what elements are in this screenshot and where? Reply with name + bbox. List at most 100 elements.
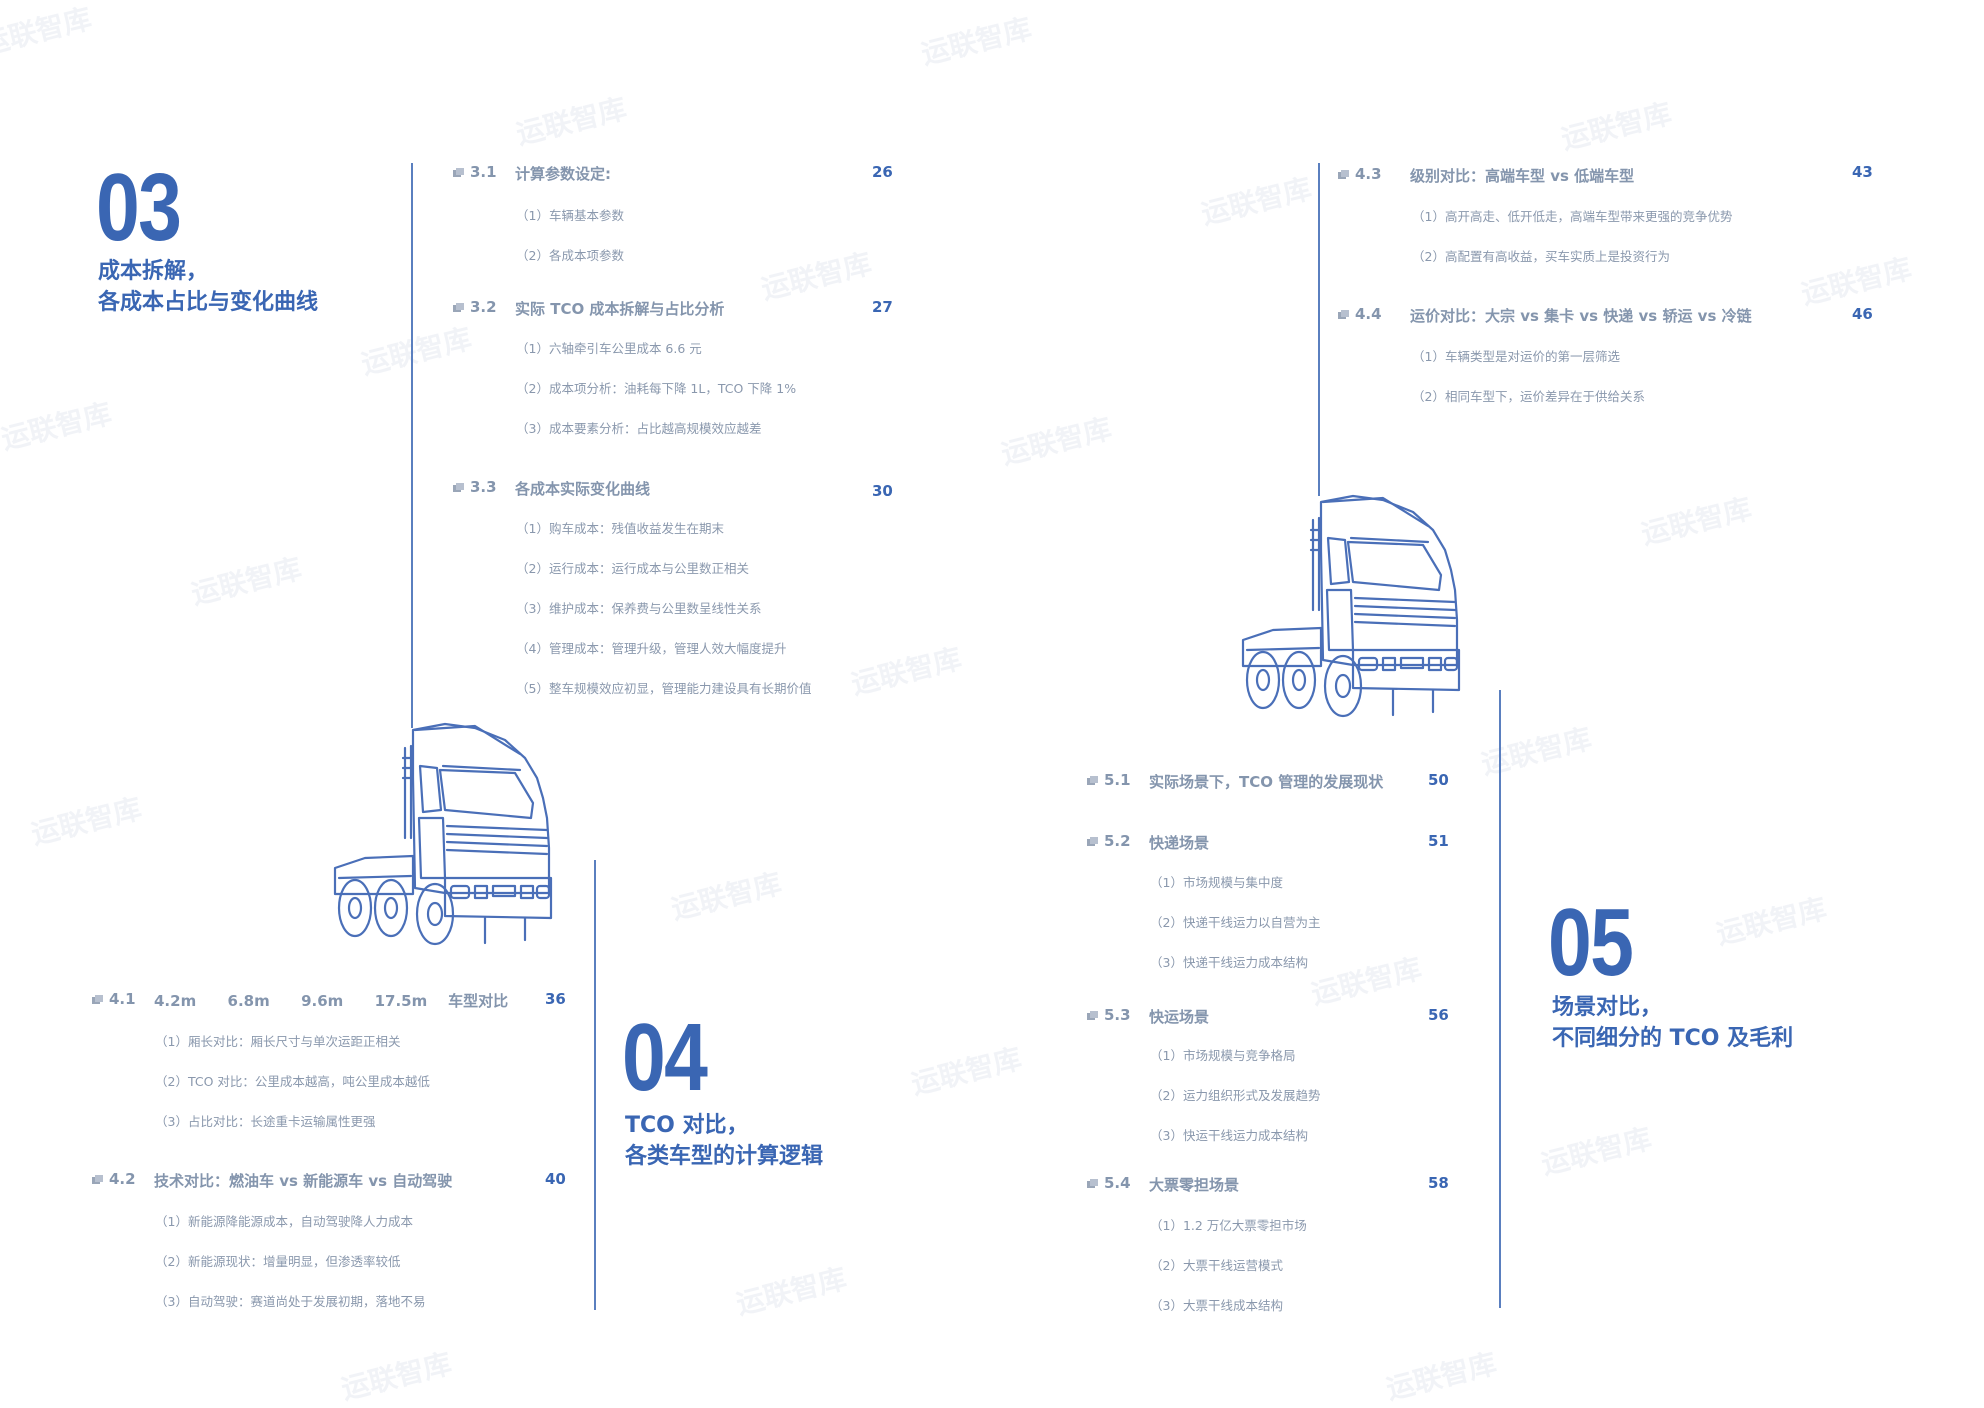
section-number: 4.1 [109,990,136,1008]
watermark: 运联智库 [998,411,1115,472]
watermark: 运联智库 [1538,1121,1655,1182]
toc-item: （5）整车规模效应初显，管理能力建设具有长期价值 [516,681,812,696]
toc-section-4-4[interactable]: 4.4 运价对比：大宗 vs 集卡 vs 快递 vs 轿运 vs 冷链 46 [1338,305,1878,327]
chapter-title-05-line2: 不同细分的 TCO 及毛利 [1552,1026,1794,1051]
toc-section-5-3[interactable]: 5.3 快运场景 56 [1087,1006,1487,1028]
section-page: 26 [872,163,893,181]
section-page: 27 [872,298,893,316]
toc-item: （1）车辆类型是对运价的第一层筛选 [1412,349,1620,364]
book-icon [1087,776,1098,785]
chapter-title-04-line2: 各类车型的计算逻辑 [625,1144,824,1169]
section-page: 40 [545,1170,566,1188]
section-number: 4.2 [109,1170,136,1188]
watermark: 运联智库 [188,551,305,612]
section-number: 5.3 [1104,1006,1131,1024]
watermark: 运联智库 [1558,96,1675,157]
toc-section-4-1[interactable]: 4.1 4.2m 6.8m 9.6m 17.5m 车型对比 36 [92,990,572,1012]
toc-item: （1）新能源降能源成本，自动驾驶降人力成本 [155,1214,413,1229]
toc-section-4-3[interactable]: 4.3 级别对比：高端车型 vs 低端车型 43 [1338,163,1878,187]
chapter-title-03-line1: 成本拆解， [98,259,209,284]
toc-item: （2）高配置有高收益，买车实质上是投资行为 [1412,249,1670,264]
toc-item: （2）各成本项参数 [516,248,624,263]
chapter-number-05: 05 [1548,889,1634,996]
toc-item: （2）运力组织形式及发展趋势 [1150,1088,1321,1103]
section-page: 56 [1428,1006,1449,1024]
book-icon [92,995,103,1004]
truck-illustration [333,722,553,946]
toc-item: （1）购车成本：残值收益发生在期末 [516,521,724,536]
divider-line-04 [594,860,596,1310]
section-page: 43 [1852,163,1873,181]
section-title: 大票零担场景 [1149,1176,1240,1194]
toc-item: （2）相同车型下，运价差异在于供给关系 [1412,389,1645,404]
watermark: 运联智库 [918,11,1035,72]
toc-item: （3）快运干线运力成本结构 [1150,1128,1308,1143]
section-number: 3.1 [470,163,497,181]
section-page: 36 [545,990,566,1008]
section-title: 实际场景下，TCO 管理的发展现状 [1149,773,1384,791]
toc-item: （3）大票干线成本结构 [1150,1298,1283,1313]
watermark: 运联智库 [28,791,145,852]
divider-line-03 [411,163,413,728]
section-number: 4.4 [1355,305,1382,323]
toc-item: （1）市场规模与集中度 [1150,875,1283,890]
chapter-number-04: 04 [622,1004,708,1111]
watermark: 运联智库 [733,1261,850,1322]
section-page: 46 [1852,305,1873,323]
watermark: 运联智库 [0,396,115,457]
toc-section-5-2[interactable]: 5.2 快递场景 51 [1087,832,1487,854]
section-page: 50 [1428,771,1449,789]
toc-item: （3）快递干线运力成本结构 [1150,955,1308,970]
watermark: 运联智库 [1798,251,1915,312]
toc-section-4-2[interactable]: 4.2 技术对比：燃油车 vs 新能源车 vs 自动驾驶 40 [92,1170,572,1192]
toc-section-5-4[interactable]: 5.4 大票零担场景 58 [1087,1174,1487,1196]
section-number: 5.1 [1104,771,1131,789]
toc-item: （2）快递干线运力以自营为主 [1150,915,1321,930]
toc-item: （3）维护成本：保养费与公里数呈线性关系 [516,601,762,616]
toc-section-3-3[interactable]: 3.3 各成本实际变化曲线 30 [453,478,893,500]
toc-item: （2）TCO 对比：公里成本越高，吨公里成本越低 [155,1074,430,1089]
watermark: 运联智库 [908,1041,1025,1102]
toc-section-5-1[interactable]: 5.1 实际场景下，TCO 管理的发展现状 50 [1087,771,1487,793]
watermark: 运联智库 [1713,891,1830,952]
toc-item: （1）市场规模与竞争格局 [1150,1048,1296,1063]
toc-item: （2）新能源现状：增量明显，但渗透率较低 [155,1254,401,1269]
divider-line-05 [1499,690,1501,1308]
book-icon [453,483,464,492]
book-icon [1338,310,1349,319]
watermark: 运联智库 [848,641,965,702]
book-icon [92,1175,103,1184]
chapter-title-03-line2: 各成本占比与变化曲线 [98,290,319,315]
toc-item: （2）大票干线运营模式 [1150,1258,1283,1273]
section-title: 4.2m 6.8m 9.6m 17.5m 车型对比 [154,992,509,1010]
toc-item: （4）管理成本：管理升级，管理人效大幅度提升 [516,641,787,656]
section-number: 4.3 [1355,165,1382,183]
book-icon [1087,837,1098,846]
toc-item: （3）自动驾驶：赛道尚处于发展初期，落地不易 [155,1294,426,1309]
section-number: 5.4 [1104,1174,1131,1192]
section-title: 各成本实际变化曲线 [515,480,651,498]
section-page: 30 [872,482,893,500]
watermark: 运联智库 [1308,951,1425,1012]
truck-illustration [1241,494,1461,718]
section-number: 5.2 [1104,832,1131,850]
toc-item: （3）成本要素分析：占比越高规模效应越差 [516,421,762,436]
toc-item: （1）厢长对比：厢长尺寸与单次运距正相关 [155,1034,401,1049]
watermark: 运联智库 [1638,491,1755,552]
watermark: 运联智库 [1383,1346,1500,1407]
watermark: 运联智库 [0,1,95,62]
toc-section-3-2[interactable]: 3.2 实际 TCO 成本拆解与占比分析 27 [453,298,893,320]
toc-item: （2）成本项分析：油耗每下降 1L，TCO 下降 1% [516,381,797,396]
book-icon [1087,1011,1098,1020]
watermark: 运联智库 [513,91,630,152]
section-title: 快递场景 [1149,834,1210,852]
section-title: 级别对比：高端车型 vs 低端车型 [1410,167,1635,185]
section-number: 3.3 [470,478,497,496]
section-title: 计算参数设定: [515,165,611,183]
toc-item: （1）高开高走、低开低走，高端车型带来更强的竞争优势 [1412,209,1733,224]
book-icon [453,303,464,312]
toc-section-3-1[interactable]: 3.1 计算参数设定: 26 [453,163,893,185]
chapter-title-05-line1: 场景对比， [1552,995,1663,1020]
toc-item: （1）1.2 万亿大票零担市场 [1150,1218,1307,1233]
section-page: 51 [1428,832,1449,850]
